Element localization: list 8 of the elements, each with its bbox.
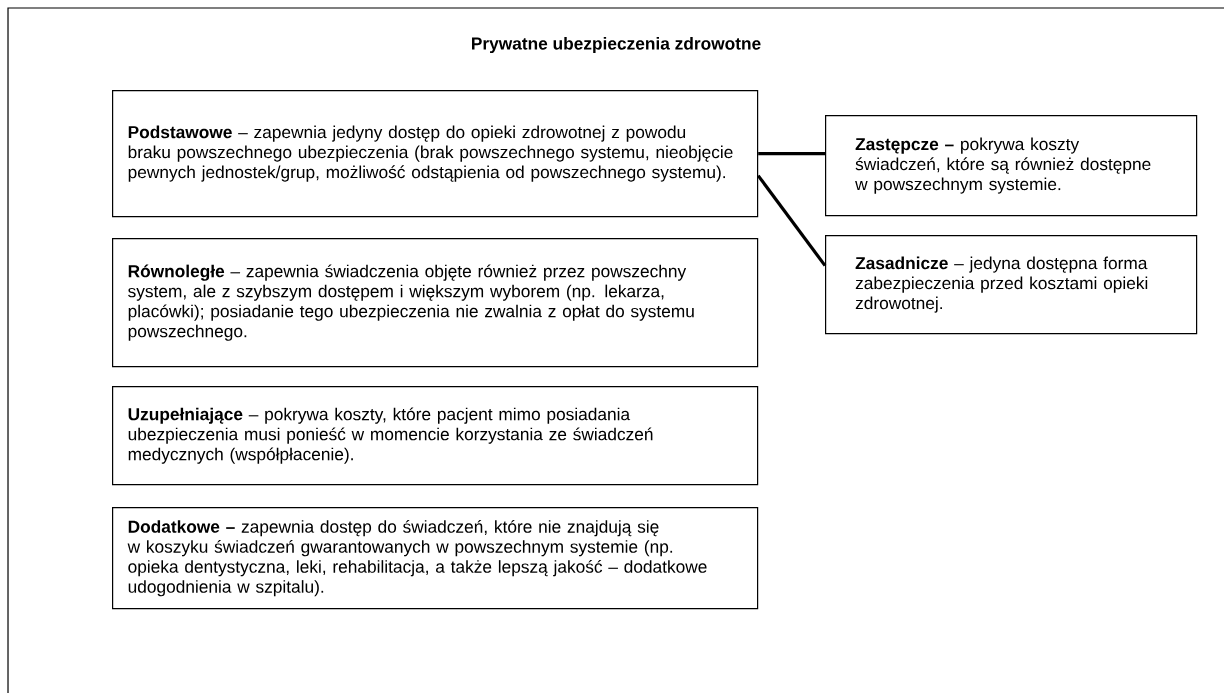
text-box: Dodatkowe – zapewnia dostęp do świadczeń, które nie znajdują się w koszyku świadczeń gwarantowanych w powszechnym systemie (np. opieka dentystyczna, leki, rehabilitacja, a także lepszą jakość – dodatkowe udogodnienia w szpitalu). (112, 507, 759, 610)
text-box: Równoległe – zapewnia świadczenia objęte również przez powszechny system, ale z szybszym dostępem i większym wyborem (np. lekarza, placówki); posiadanie tego ubezpieczenia nie zwalnia z opłat do systemu powszechnego. (112, 238, 759, 368)
text-box: Zastępcze – pokrywa koszty świadczeń, które są również dostępne w powszechnym systemie. (825, 115, 1198, 217)
connector-line (758, 152, 825, 156)
connector-line (756, 174, 827, 267)
text-box: Zasadnicze – jedyna dostępna forma zabezpieczenia przed kosztami opieki zdrowotnej. (825, 235, 1198, 335)
text-box: Uzupełniające – pokrywa koszty, które pacjent mimo posiadania ubezpieczenia musi ponieść w momencie korzystania ze świadczeń medycznych (współpłacenie). (112, 386, 759, 486)
text-box: Podstawowe – zapewnia jedyny dostęp do opieki zdrowotnej z powodu braku powszechnego ubezpieczenia (brak powszechnego systemu, nieobjęcie pewnych jednostek/grup, możliwość odstąpienia od powszechnego systemu). (112, 90, 759, 218)
